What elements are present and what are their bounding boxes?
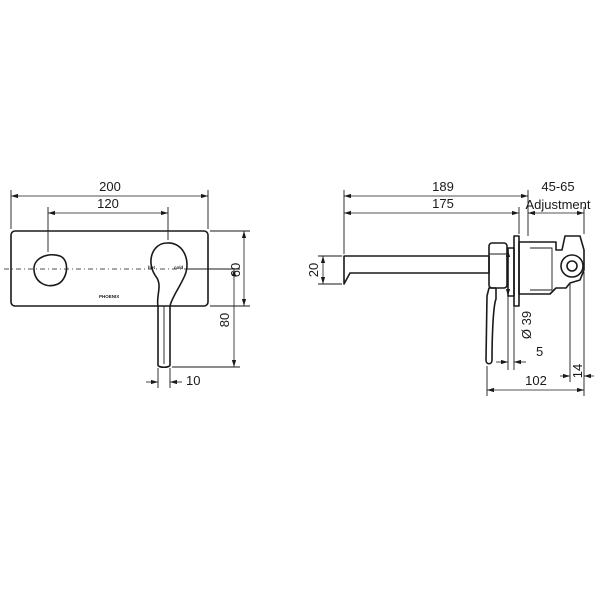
body-collar bbox=[488, 242, 508, 289]
valve-outlet-inner bbox=[566, 260, 578, 272]
dim-adjustment-range-label: 45-65 bbox=[541, 179, 574, 194]
dim-120-label: 120 bbox=[97, 196, 119, 211]
dim-39-label: Ø 39 bbox=[519, 311, 534, 339]
dim-10-label: 10 bbox=[186, 373, 200, 388]
lever-handle bbox=[150, 242, 188, 369]
wall-plate bbox=[10, 230, 209, 307]
dim-60-label: 60 bbox=[228, 263, 243, 277]
dim-189-label: 189 bbox=[432, 179, 454, 194]
cold-label: cold bbox=[174, 265, 184, 270]
brand-logo: PHOENIX bbox=[99, 294, 119, 299]
dim-5-label: 5 bbox=[536, 344, 543, 359]
side-view: 189 175 45-65 Adjustment 20 Ø 39 5 14 bbox=[306, 179, 594, 396]
dim-200-label: 200 bbox=[99, 179, 121, 194]
flange bbox=[507, 247, 515, 297]
front-view: hot cold PHOENIX 200 120 60 80 10 bbox=[4, 179, 250, 388]
lever-side bbox=[485, 287, 497, 365]
left-outlet-cover bbox=[33, 254, 68, 287]
valve-outlet-ring bbox=[560, 254, 584, 278]
dim-20-label: 20 bbox=[306, 263, 321, 277]
dim-adjustment-label: Adjustment bbox=[525, 197, 590, 212]
dim-102-label: 102 bbox=[525, 373, 547, 388]
spout bbox=[343, 255, 490, 285]
hot-label: hot bbox=[148, 265, 155, 270]
valve-body bbox=[518, 235, 585, 295]
dim-175-label: 175 bbox=[432, 196, 454, 211]
dim-14-label: 14 bbox=[570, 364, 585, 378]
dim-80-label: 80 bbox=[217, 313, 232, 327]
